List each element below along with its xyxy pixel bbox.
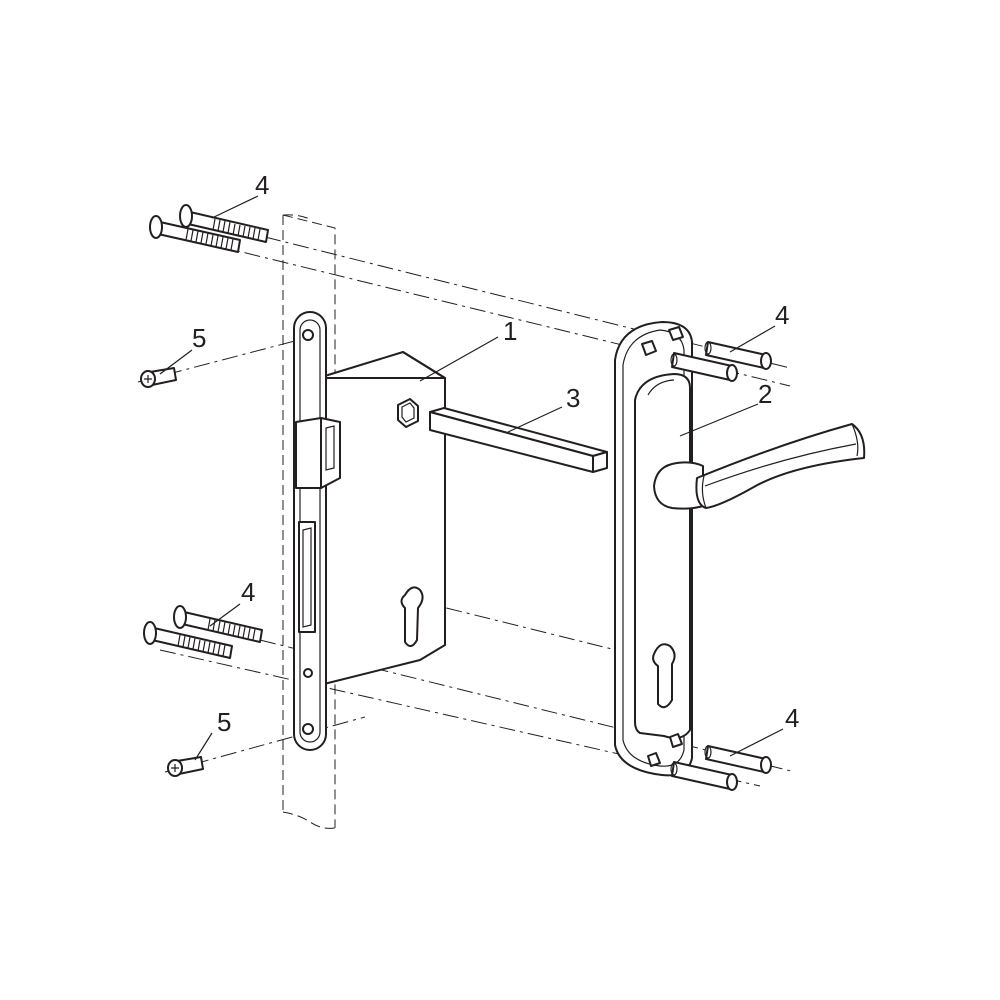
callout-2: 2: [758, 379, 772, 409]
screw-long-lower-back: [173, 605, 263, 643]
leader-lines: [159, 195, 784, 761]
callout-1: 1: [503, 316, 517, 346]
deadbolt-slot: [298, 521, 316, 633]
pin-short-lower-back: [704, 745, 772, 774]
pin-short-lower-front: [670, 761, 738, 791]
assembly-axis-lines: [137, 231, 796, 787]
pin-short-upper-back: [704, 341, 772, 370]
screw-small-lower: [167, 756, 204, 777]
spindle-bar: [429, 407, 608, 473]
screw-long-lower-front: [143, 621, 233, 659]
callout-4-top-right: 4: [775, 300, 789, 330]
callout-5-upper: 5: [192, 323, 206, 353]
screw-long-upper-front: [149, 215, 241, 253]
screw-small-upper: [140, 367, 177, 388]
callout-4-top-left: 4: [255, 170, 269, 200]
lever-handle: [653, 423, 866, 510]
handle-backplate: [614, 321, 693, 777]
latch-bolt: [295, 417, 341, 489]
callout-3: 3: [566, 383, 580, 413]
screw-long-upper-back: [179, 204, 269, 243]
callout-4-bottom-left: 4: [241, 577, 255, 607]
callout-4-bottom-right: 4: [785, 703, 799, 733]
callout-5-lower: 5: [217, 707, 231, 737]
pin-short-upper-front: [670, 352, 738, 382]
lock-body: [319, 351, 446, 686]
